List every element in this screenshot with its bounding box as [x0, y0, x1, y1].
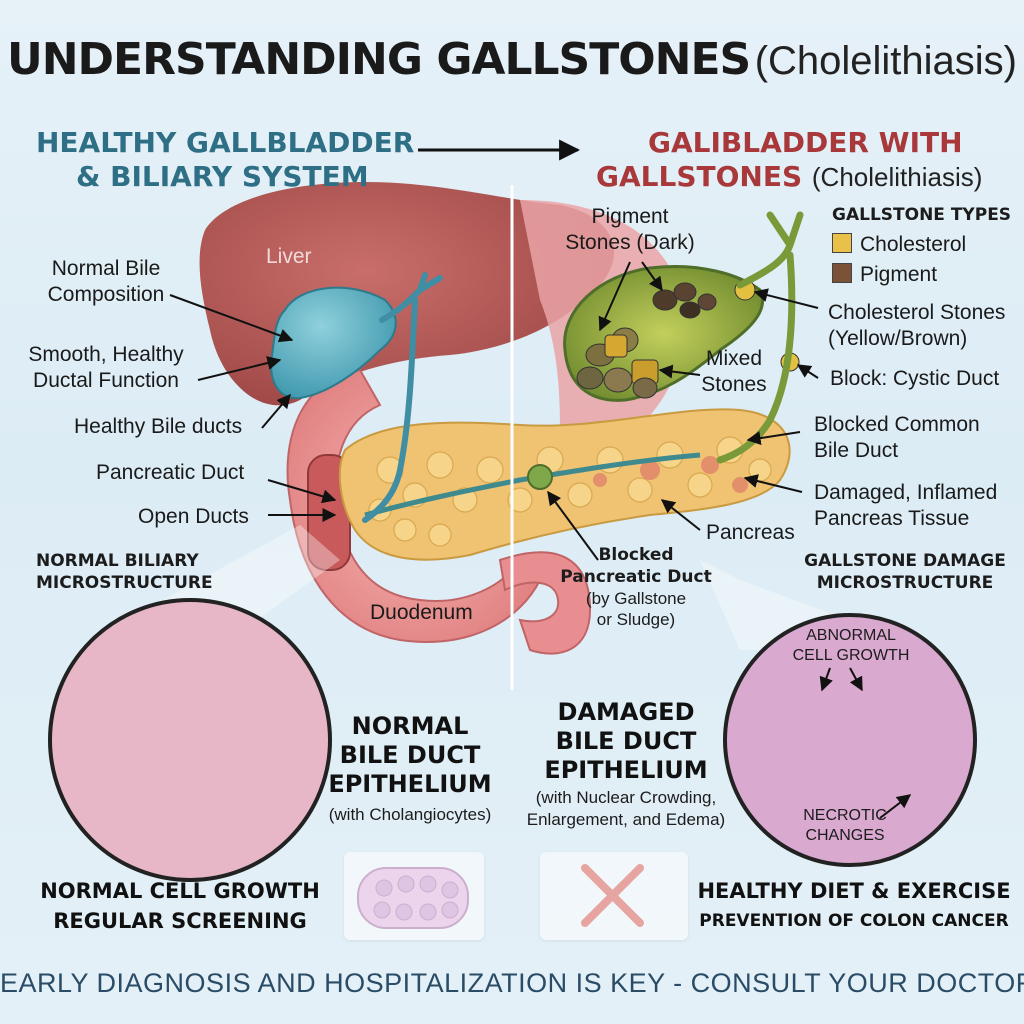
left-heading-line1: HEALTHY GALLBLADDER — [36, 126, 415, 159]
legend-label-cholesterol: Cholesterol — [860, 233, 967, 256]
bottom-left-line2: REGULAR SCREENING — [53, 909, 307, 933]
bottom-right-text: HEALTHY DIET & EXERCISE PREVENTION OF CO… — [694, 876, 1014, 936]
damage-micro-line1: GALLSTONE DAMAGE — [804, 551, 1006, 571]
damaged-epi-line3: EPITHELIUM — [544, 756, 708, 784]
damaged-epi-sub1: (with Nuclear Crowding, — [535, 788, 717, 807]
blocked-pd-line4: or Sludge) — [596, 610, 676, 629]
blocked-duct-stone — [527, 464, 553, 490]
common-duct-label: Blocked Common Bile Duct — [814, 412, 980, 464]
damaged-pancreas-label: Damaged, Inflamed Pancreas Tissue — [814, 480, 997, 532]
open-ducts-label: Open Ducts — [138, 505, 249, 528]
damaged-micro-circle — [723, 613, 977, 867]
page-title: UNDERSTANDING GALLSTONES (Cholelithiasis… — [0, 34, 1024, 85]
title-main: UNDERSTANDING GALLSTONES — [6, 34, 751, 85]
legend-title: GALLSTONE TYPES — [832, 205, 1012, 225]
bottom-left-line1: NORMAL CELL GROWTH — [40, 879, 320, 903]
abnormal-line1: ABNORMAL — [806, 627, 896, 644]
blocked-pd-line2: Pancreatic Duct — [560, 567, 712, 587]
normal-epi-sub: (with Cholangiocytes) — [328, 805, 492, 824]
pigment-swatch — [832, 263, 852, 283]
abnormal-growth-label: ABNORMAL CELL GROWTH — [776, 626, 926, 666]
smooth-function-label: Smooth, Healthy Ductal Function — [8, 342, 204, 394]
blocked-pd-line1: Blocked — [598, 545, 674, 565]
normal-micro-line2: MICROSTRUCTURE — [36, 573, 213, 593]
title-sub: (Cholelithiasis) — [754, 39, 1017, 83]
legend-item-cholesterol: Cholesterol — [832, 232, 1011, 258]
smooth-line1: Smooth, Healthy — [28, 343, 184, 366]
damaged-line1: Damaged, Inflamed — [814, 481, 998, 504]
gallstones — [576, 279, 800, 399]
normal-bile-label: Normal Bile Composition — [36, 256, 176, 308]
healthy-ducts-label: Healthy Bile ducts — [74, 415, 243, 438]
duodenum-tail — [498, 551, 592, 655]
healthy-bile-duct — [362, 272, 443, 523]
normal-epi-line1: NORMAL — [351, 712, 469, 740]
right-heading-line1: GALIBLADDER WITH — [648, 126, 963, 159]
damaged-epi-line2: BILE DUCT — [555, 727, 697, 755]
legend: GALLSTONE TYPES Cholesterol Pigment — [832, 204, 1011, 288]
right-heading-sub: (Cholelithiasis) — [811, 162, 983, 192]
necrotic-line2: CHANGES — [805, 827, 885, 844]
abnormal-line2: CELL GROWTH — [792, 647, 910, 664]
normal-bile-line1: Normal Bile — [51, 257, 161, 280]
mixed-stones-label: Mixed Stones — [694, 346, 774, 398]
pancreas-label: Pancreas — [706, 521, 795, 544]
right-heading-line2: GALLSTONES — [596, 160, 803, 193]
necrotic-line1: NECROTIC — [803, 807, 887, 824]
normal-micro-line1: NORMAL BILIARY — [36, 551, 199, 571]
duodenum-label: Duodenum — [370, 601, 473, 624]
diseased-bile-duct — [716, 211, 804, 464]
damage-micro-line2: MICROSTRUCTURE — [816, 573, 994, 593]
left-heading: HEALTHY GALLBLADDER & BILIARY SYSTEM — [36, 126, 414, 194]
damaged-epi-line1: DAMAGED — [557, 698, 695, 726]
chol-line1: Cholesterol Stones — [828, 301, 1006, 324]
normal-epithelium-label: NORMAL BILE DUCT EPITHELIUM (with Cholan… — [300, 712, 520, 827]
necrotic-label: NECROTIC CHANGES — [790, 806, 900, 846]
blocked-pd-line3: (by Gallstone — [585, 589, 687, 608]
right-heading: GALIBLADDER WITH GALLSTONES (Cholelithia… — [596, 126, 982, 194]
pigment-stones-label: Pigment Stones (Dark) — [550, 204, 710, 256]
cell-cluster-box — [344, 852, 484, 940]
damage-micro-heading: GALLSTONE DAMAGE MICROSTRUCTURE — [798, 550, 1012, 594]
footer-banner: EARLY DIAGNOSIS AND HOSPITALIZATION IS K… — [0, 968, 1024, 998]
liver-label: Liver — [266, 245, 312, 268]
cystic-duct-label: Block: Cystic Duct — [830, 367, 1000, 390]
legend-item-pigment: Pigment — [832, 262, 1011, 288]
normal-micro-heading: NORMAL BILIARY MICROSTRUCTURE — [36, 550, 213, 594]
smooth-line2: Ductal Function — [33, 369, 179, 392]
left-heading-line2: & BILIARY SYSTEM — [76, 160, 369, 193]
common-line1: Blocked Common — [814, 413, 980, 436]
pigment-line2: Stones (Dark) — [565, 231, 695, 254]
normal-bile-line2: Composition — [47, 283, 165, 306]
cholesterol-swatch — [832, 233, 852, 253]
pancreatic-duct — [364, 452, 701, 518]
mixed-line1: Mixed — [705, 347, 763, 370]
blocked-pancreatic-duct-label: Blocked Pancreatic Duct (by Gallstone or… — [556, 544, 716, 630]
cholesterol-stones-label: Cholesterol Stones (Yellow/Brown) — [828, 300, 1005, 352]
common-line2: Bile Duct — [814, 439, 899, 462]
healthy-gallbladder — [270, 286, 397, 400]
pigment-line1: Pigment — [591, 205, 669, 228]
normal-micro-circle — [48, 598, 332, 882]
damaged-epi-sub2: Enlargement, and Edema) — [526, 810, 726, 829]
damaged-epithelium-label: DAMAGED BILE DUCT EPITHELIUM (with Nucle… — [506, 698, 746, 831]
bottom-right-line2: PREVENTION OF COLON CANCER — [699, 911, 1009, 931]
normal-epi-line3: EPITHELIUM — [328, 770, 492, 798]
normal-epi-line2: BILE DUCT — [339, 741, 481, 769]
legend-label-pigment: Pigment — [860, 263, 938, 286]
bottom-right-line1: HEALTHY DIET & EXERCISE — [697, 879, 1011, 903]
damaged-line2: Pancreas Tissue — [814, 507, 970, 530]
pancreatic-duct-label: Pancreatic Duct — [96, 461, 245, 484]
chol-line2: (Yellow/Brown) — [828, 327, 968, 350]
mixed-line2: Stones — [701, 373, 767, 396]
bottom-left-text: NORMAL CELL GROWTH REGULAR SCREENING — [30, 876, 330, 936]
x-mark-box — [540, 852, 688, 940]
